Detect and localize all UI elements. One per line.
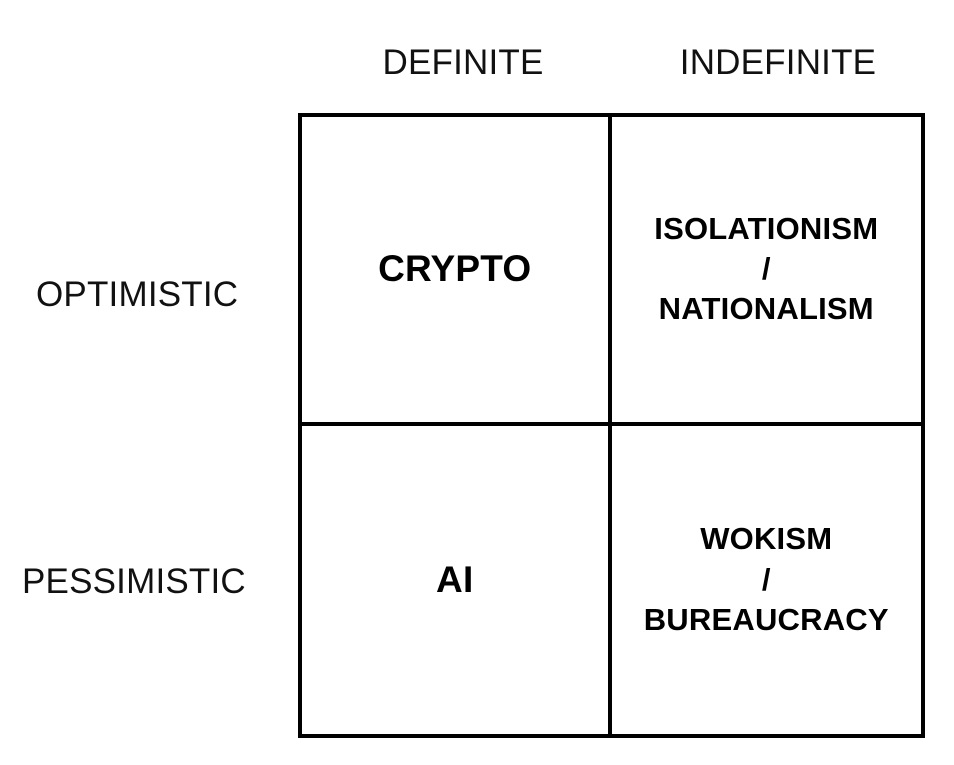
matrix-cell-line-wokism: WOKISM	[700, 521, 833, 557]
matrix-cell-indefinite-optimistic: ISOLATIONISM / NATIONALISM	[611, 117, 921, 426]
column-header-indefinite: INDEFINITE	[679, 43, 877, 82]
column-header-definite: DEFINITE	[382, 43, 544, 82]
matrix-cell-definite-optimistic: CRYPTO	[302, 117, 612, 426]
matrix-cell-definite-pessimistic: AI	[302, 425, 612, 734]
row-header-pessimistic: PESSIMISTIC	[22, 562, 246, 601]
matrix-cell-label-isolationism-nationalism: ISOLATIONISM / NATIONALISM	[654, 209, 878, 330]
matrix-cell-label-wokism-bureaucracy: WOKISM / BUREAUCRACY	[644, 519, 889, 640]
matrix-cell-line-bureaucracy: BUREAUCRACY	[643, 601, 889, 637]
matrix-cell-line-slash: /	[761, 561, 771, 597]
matrix-cell-line-slash: /	[761, 251, 771, 287]
matrix-cell-line-isolationism: ISOLATIONISM	[654, 210, 879, 246]
row-header-optimistic: OPTIMISTIC	[36, 275, 239, 314]
matrix-cell-indefinite-pessimistic: WOKISM / BUREAUCRACY	[611, 425, 921, 734]
matrix-cell-label-crypto: CRYPTO	[378, 248, 532, 290]
matrix-grid: CRYPTO ISOLATIONISM / NATIONALISM AI WOK…	[298, 113, 925, 738]
matrix-cell-line-nationalism: NATIONALISM	[658, 291, 874, 327]
matrix-cell-label-ai: AI	[436, 558, 474, 600]
